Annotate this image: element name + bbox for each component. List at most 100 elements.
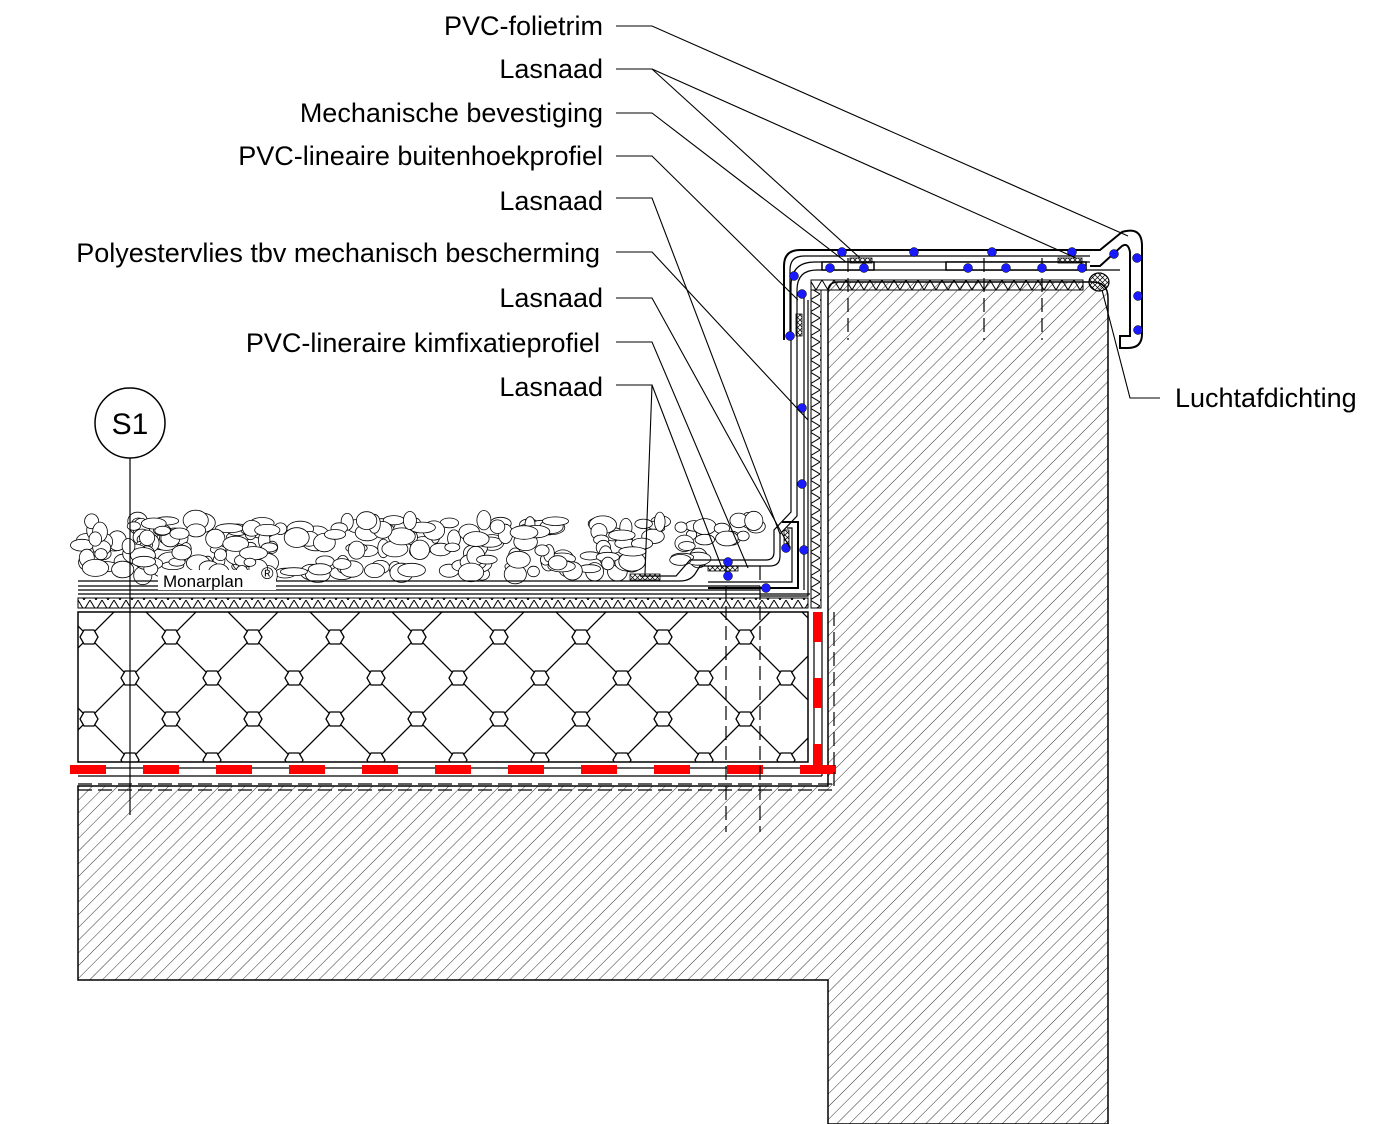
vapor-barrier-dash xyxy=(143,765,179,774)
weld-seam-inner xyxy=(629,573,661,581)
fastener-dot xyxy=(797,403,807,413)
fastener-dot xyxy=(1109,249,1119,259)
gravel-stone xyxy=(205,528,226,549)
fastener-axes xyxy=(725,258,1043,832)
gravel-stone xyxy=(669,554,692,566)
gravel-stone xyxy=(457,562,485,583)
pvc-foil-trim xyxy=(1090,229,1143,349)
gravel-stone xyxy=(634,518,653,529)
roof-membrane xyxy=(640,269,1120,582)
protection-layer-top xyxy=(810,279,1084,291)
gravel-stone xyxy=(279,567,308,577)
gravel-stone xyxy=(254,523,281,537)
gravel-stone xyxy=(94,548,108,560)
gravel-stone xyxy=(678,541,696,551)
vapor-barrier-dash xyxy=(813,612,822,642)
monarplan-label: Monarplan ® xyxy=(158,564,276,591)
gravel-stone xyxy=(744,510,764,531)
gravel-stone xyxy=(332,558,352,570)
label-lasnaad-4: Lasnaad xyxy=(499,372,603,402)
gravel-stone xyxy=(364,563,385,579)
gravel-stone xyxy=(88,531,103,547)
fastener-dot xyxy=(789,271,799,281)
gravel-stone xyxy=(601,556,615,571)
gravel-stone xyxy=(283,527,310,548)
protection-layer-horizontal xyxy=(77,597,809,609)
fastener-dot xyxy=(781,543,791,553)
fastener-dot xyxy=(987,247,997,257)
insulation-board xyxy=(77,611,809,763)
gravel-stone xyxy=(476,554,498,565)
label-lasnaad-2: Lasnaad xyxy=(499,186,603,216)
gravel-stone xyxy=(542,516,569,526)
gravel-stone xyxy=(715,530,739,547)
gravel-stone xyxy=(307,563,333,576)
label-mechanische-bevestiging: Mechanische bevestiging xyxy=(300,98,603,128)
gravel-stone xyxy=(397,562,426,578)
gravel-stone xyxy=(323,529,346,540)
fastener-dot xyxy=(1037,263,1047,273)
vapor-barrier-dash xyxy=(508,765,544,774)
fastener-dot xyxy=(859,263,869,273)
vapor-barrier-dash xyxy=(813,744,822,774)
fastener-dot xyxy=(1001,263,1011,273)
gravel-stone xyxy=(186,523,207,538)
gravel-stone xyxy=(409,539,430,560)
label-luchtafdichting: Luchtafdichting xyxy=(1175,383,1357,413)
fastener-dot xyxy=(797,289,807,299)
vapor-barrier-dash xyxy=(581,765,617,774)
vapor-barrier-dash xyxy=(289,765,325,774)
gravel-stone xyxy=(463,531,490,547)
vapor-barrier-dash xyxy=(362,765,398,774)
vapor-barrier xyxy=(70,612,836,777)
gravel-stone xyxy=(347,540,366,560)
label-pvc-buitenhoekprofiel: PVC-lineaire buitenhoekprofiel xyxy=(238,141,603,171)
gravel-stone xyxy=(674,521,688,533)
gravel-stone xyxy=(654,511,666,532)
outer-corner-profile xyxy=(783,249,1090,340)
air-seal xyxy=(1088,272,1110,292)
gravel-stone xyxy=(111,560,135,579)
vapor-barrier-dash xyxy=(727,765,763,774)
fastener-dot xyxy=(785,331,795,341)
fastener-dot xyxy=(837,247,847,257)
gravel-stone xyxy=(213,548,227,561)
gravel-stone xyxy=(736,530,750,542)
gravel-stone xyxy=(608,529,636,541)
gravel-stone xyxy=(139,529,156,546)
gravel-stone xyxy=(476,510,492,531)
monarplan-text: Monarplan xyxy=(163,572,243,591)
vapor-barrier-dash xyxy=(654,765,690,774)
label-lasnaad-1: Lasnaad xyxy=(499,54,603,84)
label-polyestervlies: Polyestervlies tbv mechanisch beschermin… xyxy=(76,238,600,268)
gravel-stone xyxy=(489,519,506,534)
gravel-stone xyxy=(222,535,250,552)
fastener-dot xyxy=(963,263,973,273)
gravel-stone xyxy=(81,559,110,577)
gravel-stone xyxy=(692,518,717,535)
fastener-dot xyxy=(723,557,733,567)
vapor-barrier-dash xyxy=(813,678,822,708)
fastener-dot xyxy=(1077,263,1087,273)
gravel-stone xyxy=(506,550,531,569)
gravel-stone xyxy=(444,542,461,553)
fastener-dot xyxy=(761,583,771,593)
gravel-stone xyxy=(154,525,171,536)
gravel-stone xyxy=(527,565,540,578)
fastener-dots xyxy=(723,247,1143,593)
protection-layer-vertical xyxy=(810,289,822,609)
label-lasnaad-3: Lasnaad xyxy=(499,283,603,313)
vapor-barrier-dash xyxy=(435,765,471,774)
gravel-stone xyxy=(169,527,190,540)
fastener-dot xyxy=(1133,325,1143,335)
section-marker: S1 xyxy=(94,387,166,815)
fastener-dot xyxy=(723,571,733,581)
gravel-stone xyxy=(121,538,136,555)
inner-corner-fixation-profile xyxy=(708,521,799,589)
fastener-dot xyxy=(1132,253,1142,263)
gravel-stone xyxy=(534,544,550,557)
fastener-dot xyxy=(909,247,919,257)
gravel-stone xyxy=(126,521,141,531)
gravel-stone xyxy=(548,555,568,571)
